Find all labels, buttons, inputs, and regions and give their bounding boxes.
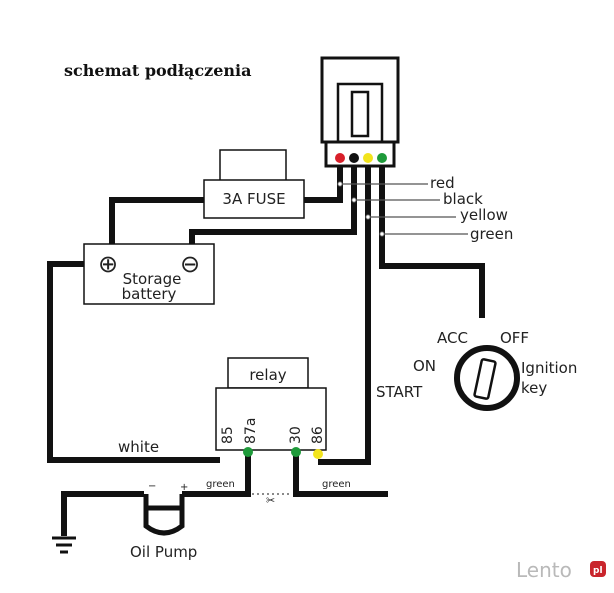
relay-terminals bbox=[243, 447, 323, 459]
connector bbox=[320, 56, 400, 168]
connector-pin-black bbox=[349, 153, 359, 163]
relay-top bbox=[227, 357, 309, 389]
ignition-start: START bbox=[376, 383, 423, 401]
battery-body bbox=[83, 243, 215, 305]
wire-ground bbox=[61, 491, 144, 536]
relay-wires bbox=[61, 452, 388, 536]
connector-latch-inner bbox=[350, 90, 370, 138]
wire-30 bbox=[293, 452, 388, 497]
fuse-body bbox=[203, 179, 305, 219]
watermark-badge-text: pl bbox=[593, 566, 603, 576]
label-white: white bbox=[118, 438, 159, 456]
label-red: red bbox=[430, 174, 455, 192]
wire-yellow bbox=[318, 166, 371, 465]
oil-pump bbox=[143, 494, 185, 536]
ignition-label-2: key bbox=[521, 379, 547, 397]
relay-pin-30: 30 bbox=[288, 426, 304, 444]
battery-minus-icon: ⊖ bbox=[180, 250, 200, 278]
pump-body bbox=[143, 505, 185, 536]
battery bbox=[83, 243, 215, 305]
connector-pin-green bbox=[377, 153, 387, 163]
pump-minus: − bbox=[148, 481, 156, 492]
relay-pin-85: 85 bbox=[220, 426, 236, 444]
ignition-on: ON bbox=[413, 357, 436, 375]
relay-pin-86: 86 bbox=[310, 426, 326, 444]
wire-87a-pump bbox=[182, 452, 251, 497]
label-black: black bbox=[443, 190, 483, 208]
scissors-icon: ✂ bbox=[266, 494, 275, 507]
relay-label: relay bbox=[249, 366, 286, 384]
fuse-top bbox=[219, 149, 287, 183]
wire-fuse-battery bbox=[109, 197, 206, 244]
wire-red bbox=[302, 166, 343, 203]
label-green-right: green bbox=[322, 479, 351, 490]
watermark-logo: Lento pl bbox=[516, 558, 606, 582]
watermark-text: Lento bbox=[516, 558, 572, 582]
label-green: green bbox=[470, 225, 513, 243]
connector-pin-yellow bbox=[363, 153, 373, 163]
connector-pin-red bbox=[335, 153, 345, 163]
ignition-acc: ACC bbox=[437, 329, 468, 347]
label-green-left: green bbox=[206, 479, 235, 490]
pump-plus: + bbox=[180, 482, 188, 493]
wire-white bbox=[47, 261, 220, 463]
connector-body bbox=[320, 56, 400, 144]
diagram-title: schemat podłączenia bbox=[64, 61, 251, 80]
wire-green bbox=[379, 166, 485, 318]
connector-pins bbox=[335, 153, 387, 163]
terminal-30 bbox=[291, 447, 301, 457]
connector-latch bbox=[336, 82, 384, 144]
relay-body bbox=[215, 387, 327, 451]
terminal-86 bbox=[313, 449, 323, 459]
pump-label: Oil Pump bbox=[130, 543, 197, 561]
battery-label-2: battery bbox=[122, 285, 177, 303]
ignition-label-1: Ignition bbox=[521, 359, 577, 377]
ignition-off: OFF bbox=[500, 329, 529, 347]
ignition-key-slot bbox=[473, 358, 497, 400]
ignition-switch bbox=[454, 345, 520, 411]
label-yellow: yellow bbox=[460, 206, 508, 224]
fuse bbox=[203, 149, 305, 219]
battery-label-1: Storage bbox=[123, 270, 182, 288]
label-leaders bbox=[340, 183, 468, 235]
wires bbox=[47, 166, 485, 465]
terminal-87a bbox=[243, 447, 253, 457]
fuse-label: 3A FUSE bbox=[222, 190, 285, 208]
ground-icon bbox=[52, 536, 76, 554]
relay bbox=[215, 357, 327, 451]
battery-plus-icon: ⊕ bbox=[98, 250, 118, 278]
leader-dots bbox=[337, 181, 385, 237]
watermark-badge bbox=[590, 561, 606, 577]
relay-pin-87a: 87a bbox=[243, 418, 259, 444]
